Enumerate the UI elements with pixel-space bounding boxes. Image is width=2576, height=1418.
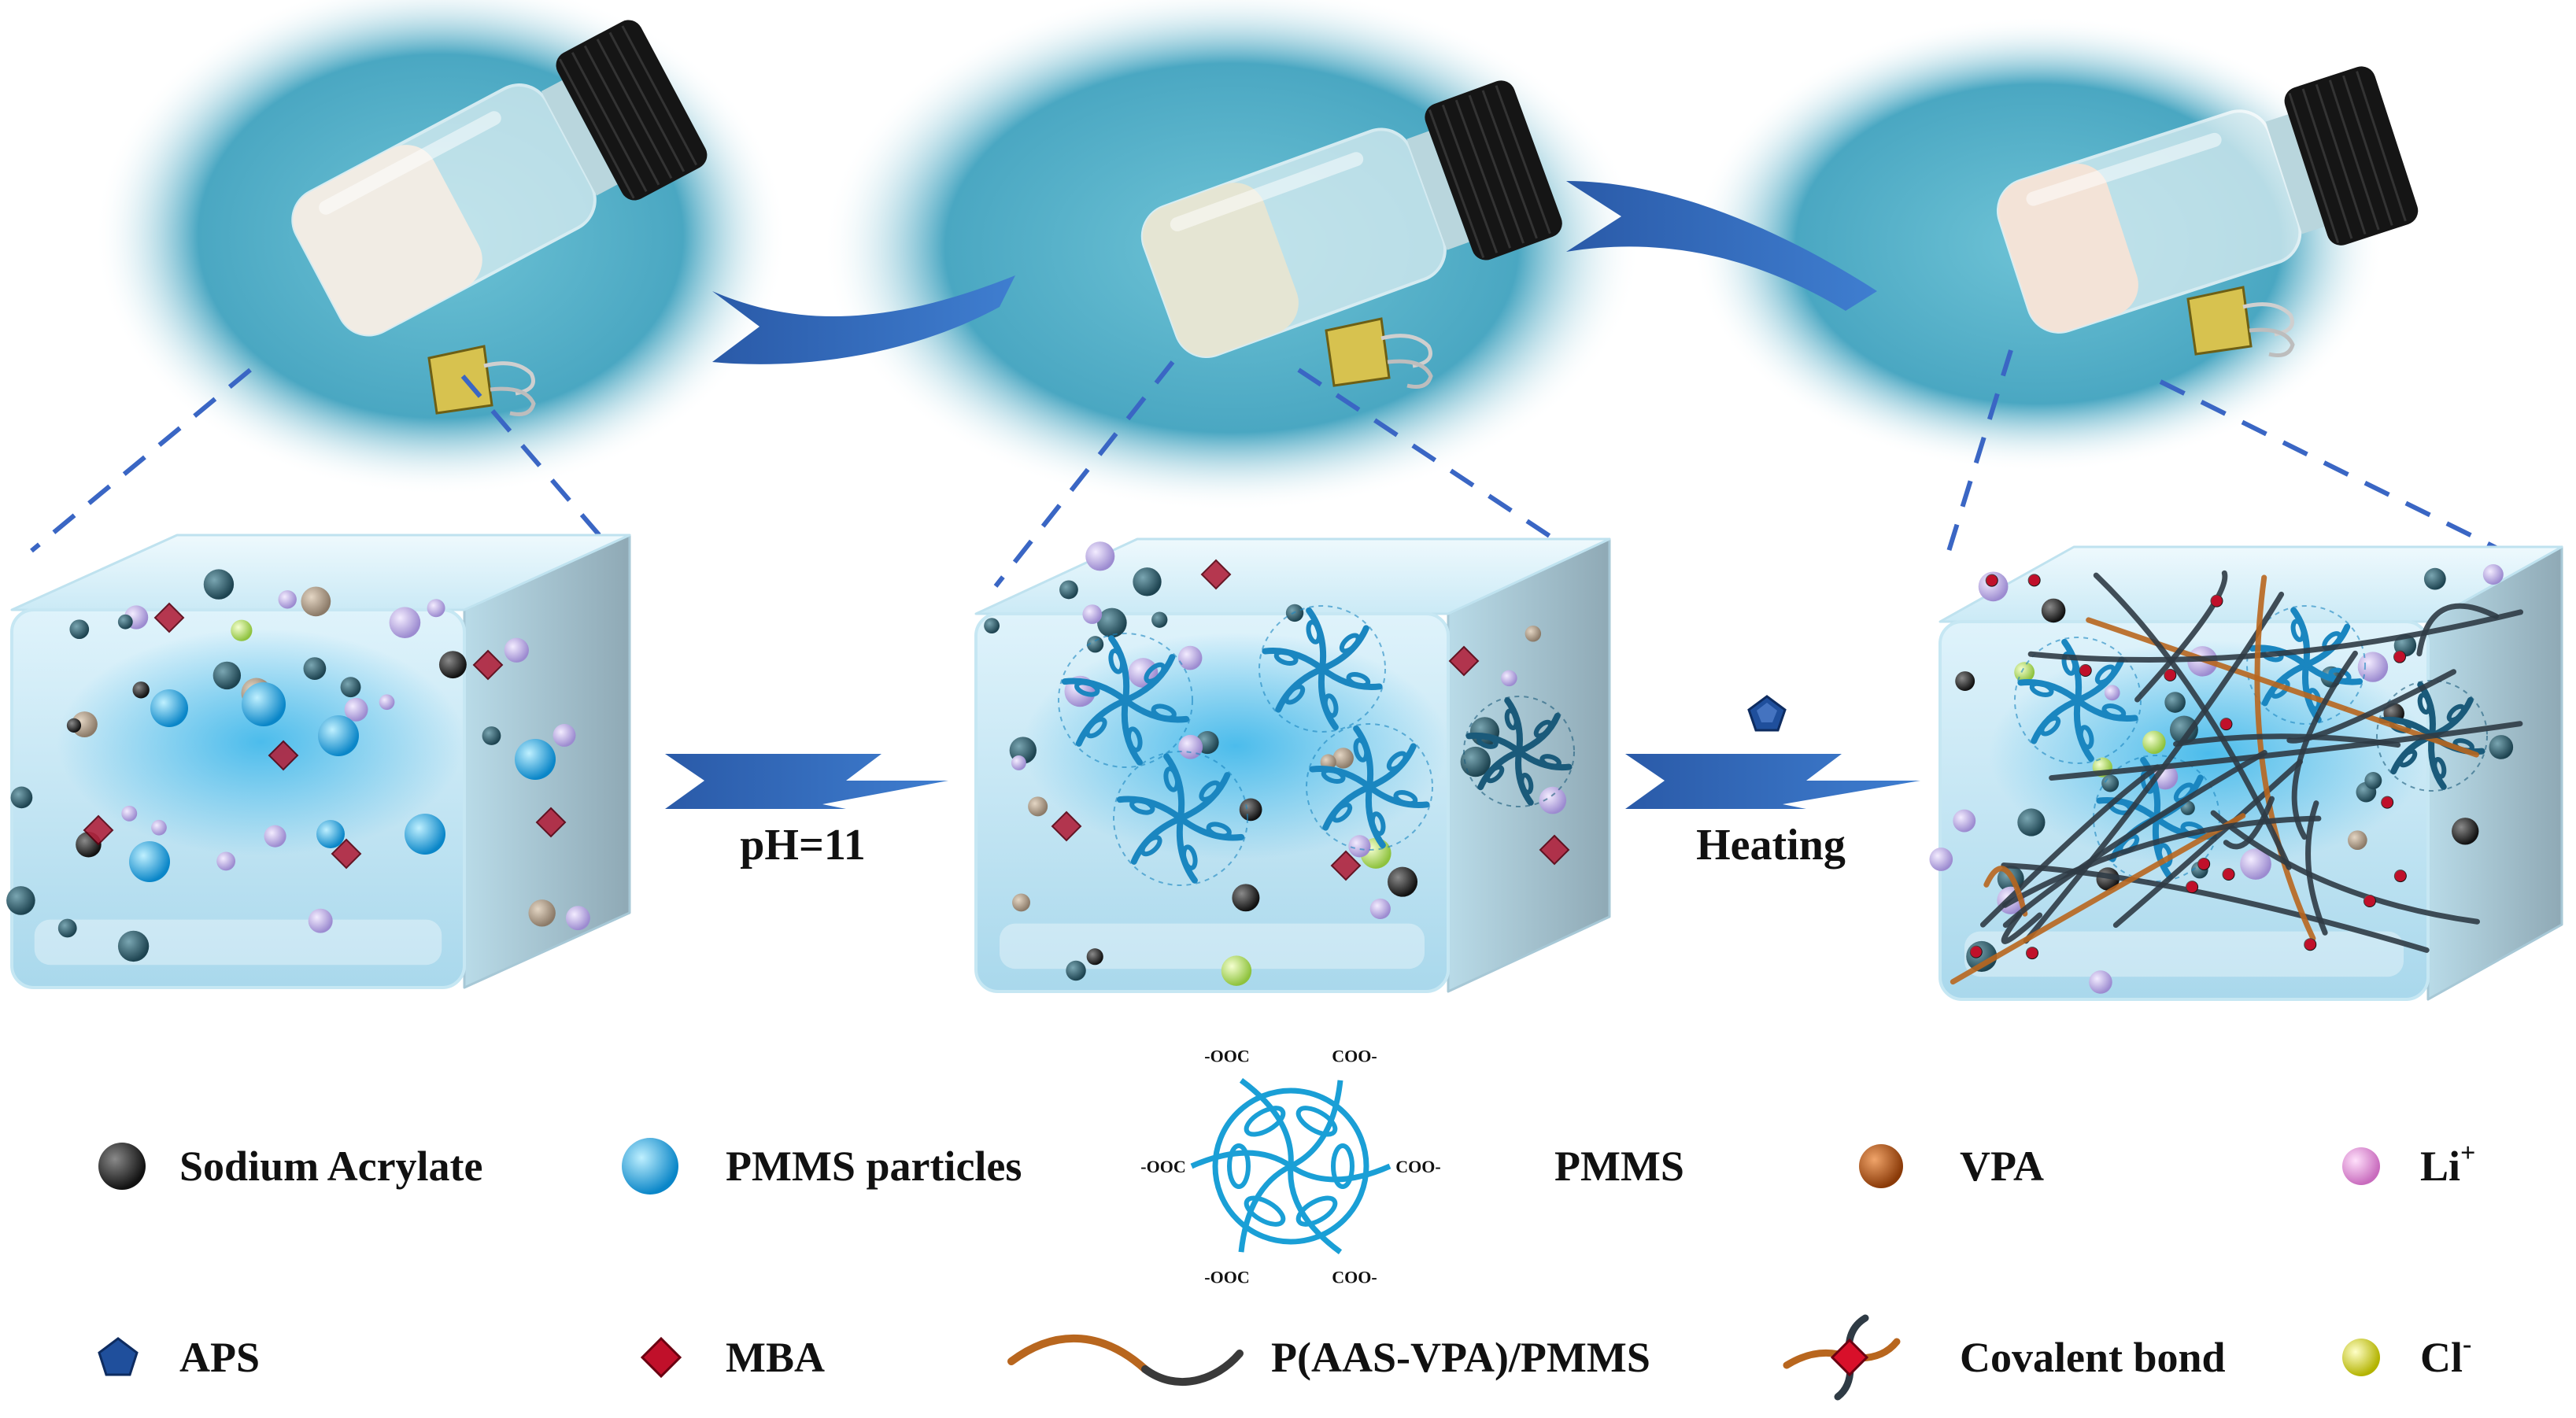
hydrogel-box-1 (6, 534, 631, 989)
legend-label: Li+ (2420, 1139, 2475, 1190)
pmms-network-icon (1113, 751, 1248, 886)
legend-item-mba: MBA (640, 1334, 825, 1381)
pmms-network-icon (1258, 605, 1386, 733)
pmms-network-icon (1058, 633, 1193, 768)
carboxylate-group-label: -OOC (1204, 1267, 1249, 1287)
cl-ion-icon (2342, 1339, 2380, 1376)
legend-label: P(AAS-VPA)/PMMS (1271, 1334, 1650, 1381)
hydrogel-box-2 (974, 537, 1611, 993)
sodium-acrylate-icon (98, 1143, 146, 1190)
vial-photo-3 (1692, 16, 2419, 472)
glass-vial-icon (1140, 80, 1562, 359)
legend-item-polymer-chain: P(AAS-VPA)/PMMS (1007, 1334, 1650, 1387)
carboxylate-group-label: COO- (1395, 1157, 1440, 1176)
binder-clip-icon (2186, 286, 2295, 357)
legend-label-superscript: + (2460, 1139, 2475, 1168)
carboxylate-group-label: COO- (1332, 1267, 1377, 1287)
legend-label-superscript: - (2463, 1330, 2471, 1359)
carboxylate-group-label: -OOC (1204, 1047, 1249, 1066)
glass-vial-icon (291, 20, 708, 337)
legend-item-li-ion: Li+ (2342, 1139, 2475, 1190)
pmms-icon: COO- COO- COO- -OOC -OOC -OOC (1140, 1047, 1440, 1287)
legend-item-aps: APS (98, 1334, 260, 1381)
vpa-icon (1859, 1144, 1903, 1188)
legend-item-pmms: COO- COO- COO- -OOC -OOC -OOC PMMS (1140, 1047, 1684, 1287)
binder-clip-icon (427, 345, 536, 416)
legend-item-covalent-bond: Covalent bond (1783, 1314, 2226, 1401)
legend-label: PMMS particles (726, 1143, 1022, 1190)
binder-clip-icon (1325, 317, 1433, 389)
aps-icon (98, 1337, 139, 1376)
vial-photo-1 (94, 0, 787, 496)
hydrogel-box-3 (1929, 545, 2563, 1001)
legend-label: Covalent bond (1960, 1334, 2226, 1381)
aps-icon (1747, 695, 1787, 732)
li-ion-icon (2342, 1147, 2380, 1185)
pmms-network-icon (1306, 723, 1433, 851)
legend-item-vpa: VPA (1859, 1143, 2044, 1190)
legend-item-sodium-acrylate: Sodium Acrylate (98, 1143, 483, 1190)
process-label-ph: pH=11 (740, 821, 866, 870)
zoom-dashed-lines (30, 349, 2559, 588)
curved-arrow-2 (1566, 181, 1877, 311)
legend-label: APS (179, 1334, 260, 1381)
pmms-network-icon (1463, 696, 1575, 807)
pmms-network-icon (2014, 637, 2142, 764)
process-arrow-ph (665, 754, 948, 809)
legend-label: Sodium Acrylate (179, 1143, 483, 1190)
legend-item-pmms-particle: PMMS particles (622, 1138, 1022, 1195)
legend-label: Cl- (2420, 1330, 2471, 1381)
legend-label: PMMS (1554, 1143, 1684, 1190)
polymer-chain-icon (1007, 1334, 1244, 1387)
carboxylate-group-label: -OOC (1140, 1157, 1185, 1176)
carboxylate-group-label: COO- (1332, 1047, 1377, 1066)
legend-label: VPA (1960, 1143, 2044, 1190)
pmms-particle-icon (622, 1138, 678, 1195)
legend-label: MBA (726, 1334, 825, 1381)
covalent-bond-icon (1783, 1314, 1901, 1401)
vial-photo-2 (822, 0, 1641, 511)
process-label-heating: Heating (1696, 821, 1846, 870)
process-arrow-heating (1625, 754, 1920, 809)
legend-item-cl-ion: Cl- (2342, 1330, 2471, 1381)
mba-icon (640, 1336, 682, 1379)
curved-arrow-1 (712, 275, 1015, 364)
glass-vial-icon (1996, 66, 2419, 334)
